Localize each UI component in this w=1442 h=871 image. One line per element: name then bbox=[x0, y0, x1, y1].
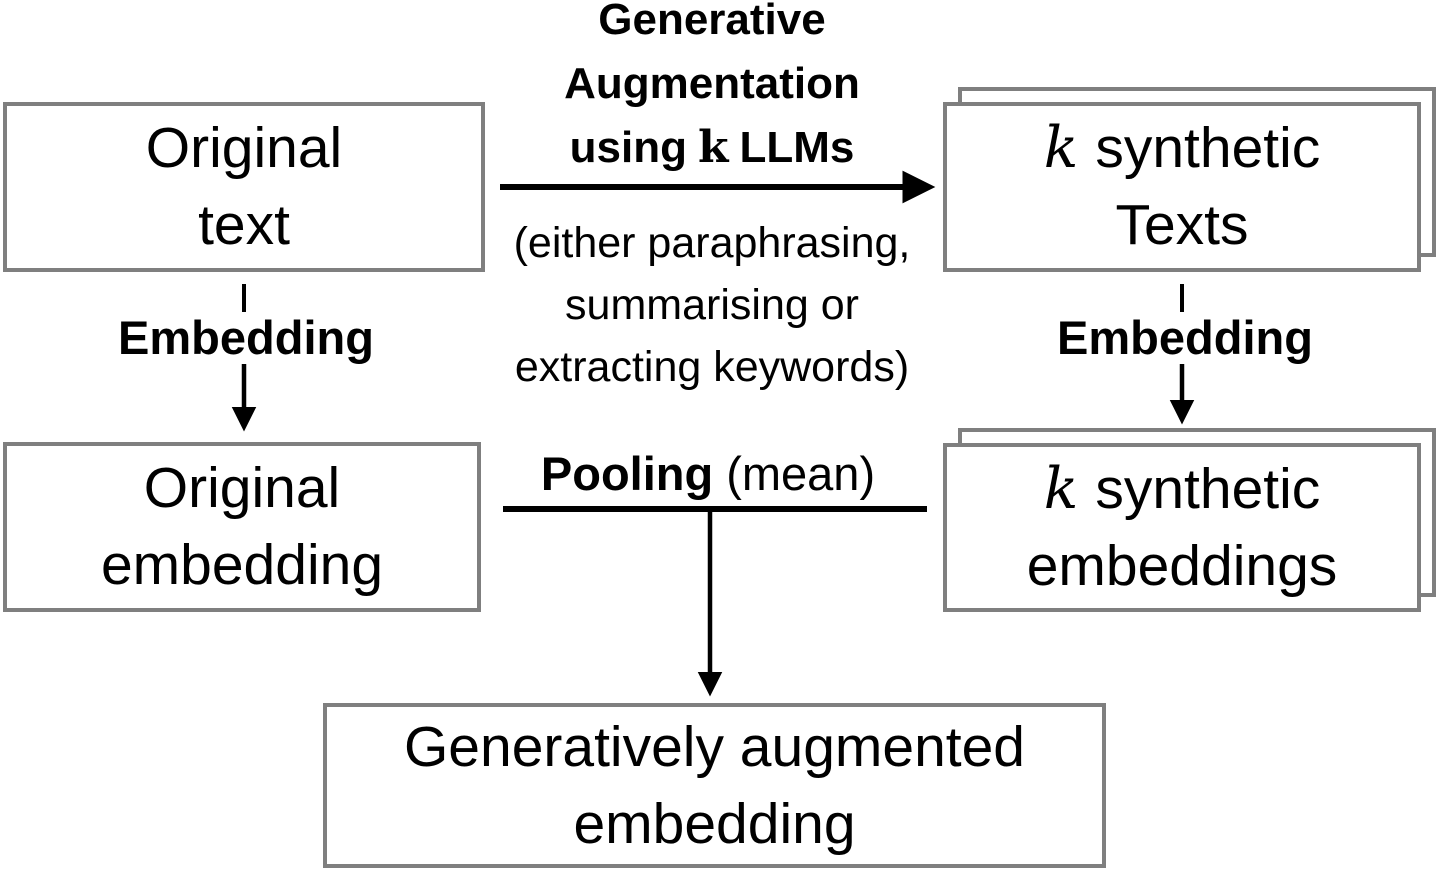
using-prefix: using bbox=[569, 123, 687, 172]
synthetic-embeddings-line2: embeddings bbox=[1026, 533, 1338, 598]
original-embedding-box: Original embedding bbox=[3, 442, 481, 612]
k-variable: k bbox=[1043, 115, 1079, 181]
augmentation-note-label: (either paraphrasing, summarising or ext… bbox=[462, 212, 962, 398]
augmented-embedding-box: Generatively augmented embedding bbox=[323, 703, 1106, 868]
original-text-line1: Original bbox=[145, 116, 343, 180]
synthetic-embeddings-line1-rest: synthetic bbox=[1095, 456, 1321, 521]
augmentation-note-line2: summarising or bbox=[565, 281, 859, 329]
original-embedding-line2: embedding bbox=[100, 533, 384, 597]
generative-augmentation-label-line1: Generative bbox=[598, 0, 826, 44]
k-variable: k bbox=[697, 122, 729, 173]
pooling-label-rest: (mean) bbox=[726, 447, 876, 500]
augmentation-note-line3: extracting keywords) bbox=[514, 343, 910, 391]
original-embedding-line1: Original bbox=[143, 456, 341, 520]
augmented-embedding-line2: embedding bbox=[573, 791, 856, 856]
generative-augmentation-label-line2: Augmentation bbox=[564, 59, 860, 108]
original-text-line2: text bbox=[198, 193, 290, 257]
k-variable: k bbox=[1043, 455, 1079, 522]
pooling-label: Pooling(mean) bbox=[458, 450, 958, 497]
embedding-right-label: Embedding bbox=[1057, 311, 1313, 364]
llms-suffix: LLMs bbox=[739, 123, 855, 172]
synthetic-texts-line1-rest: synthetic bbox=[1095, 116, 1321, 180]
pooling-label-bold: Pooling bbox=[540, 447, 714, 500]
augmentation-note-line1: (either paraphrasing, bbox=[513, 219, 911, 267]
original-text-box: Original text bbox=[3, 102, 485, 272]
synthetic-texts-line2: Texts bbox=[1115, 193, 1249, 257]
augmented-embedding-line1: Generatively augmented bbox=[403, 714, 1026, 779]
embedding-left-label: Embedding bbox=[118, 311, 374, 364]
